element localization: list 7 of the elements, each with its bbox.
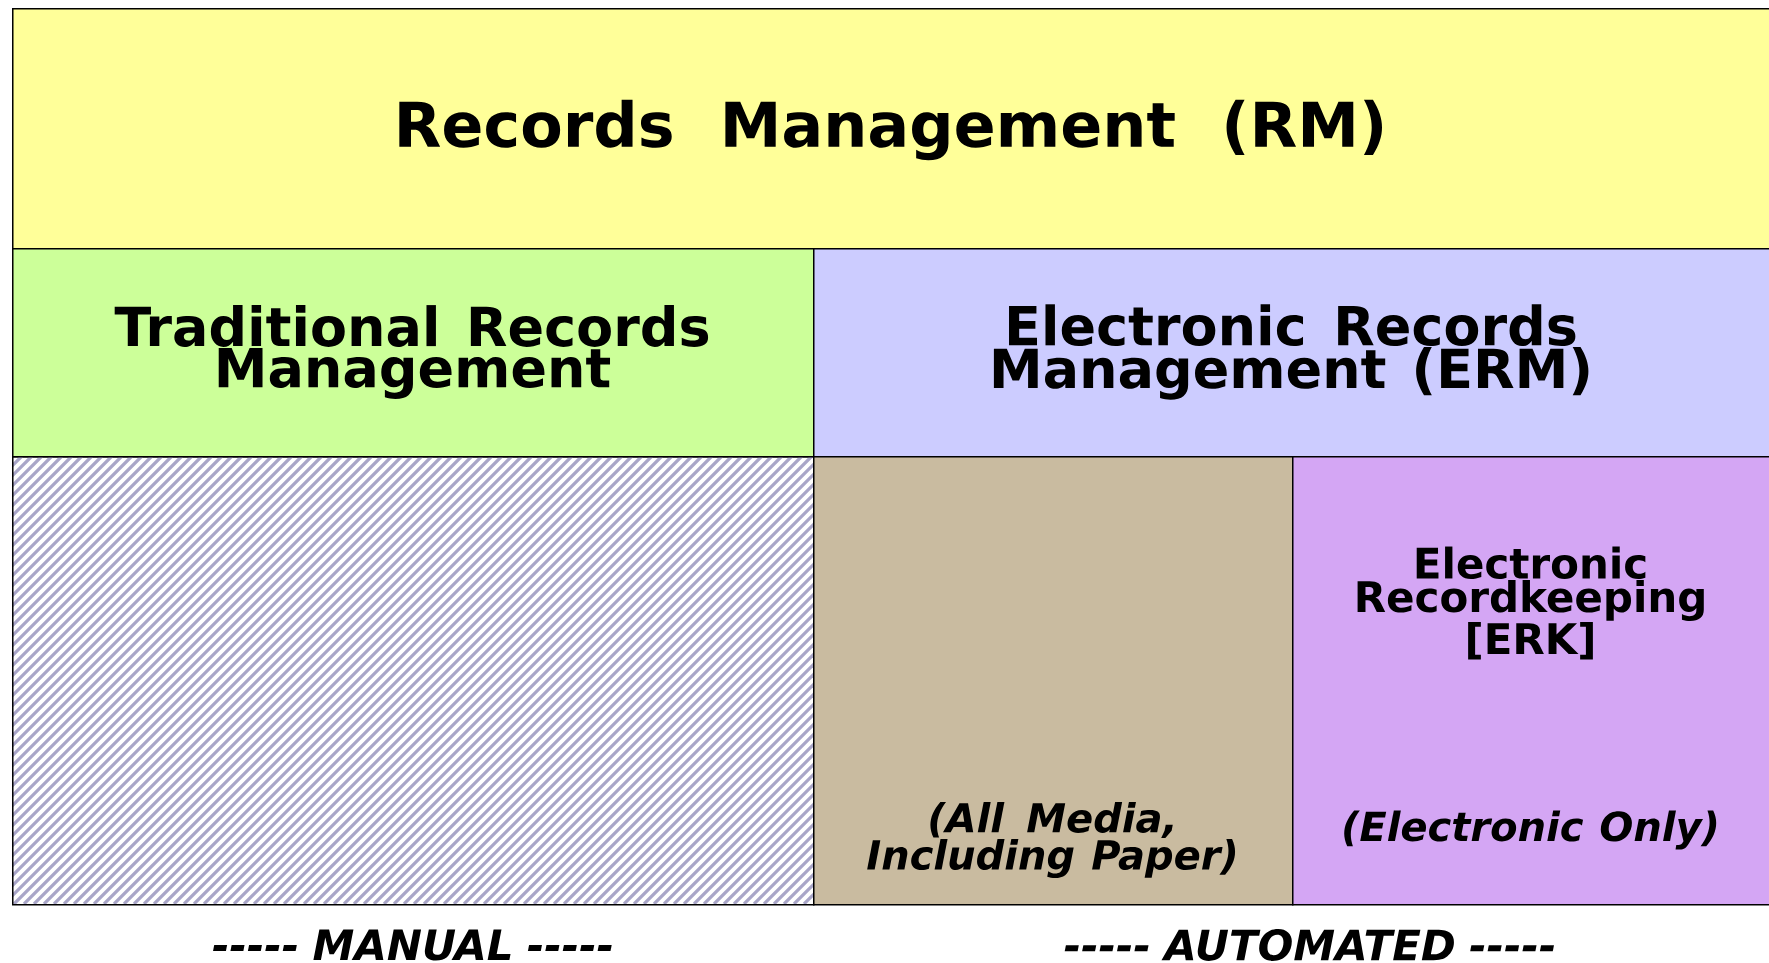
axis-label: ----- AUTOMATED ----- [1064,929,1554,961]
category-band: Records Management (RM) [12,8,1769,250]
category-box: (All Media, Including Paper) [813,456,1294,906]
category-box: Electronic Records Management (ERM) [813,248,1769,458]
category-box: Traditional Records Management [12,248,815,458]
category-box: Electronic Recordkeeping [ERK] (Electronic Only) [1292,456,1769,906]
hatched-box [12,456,815,906]
